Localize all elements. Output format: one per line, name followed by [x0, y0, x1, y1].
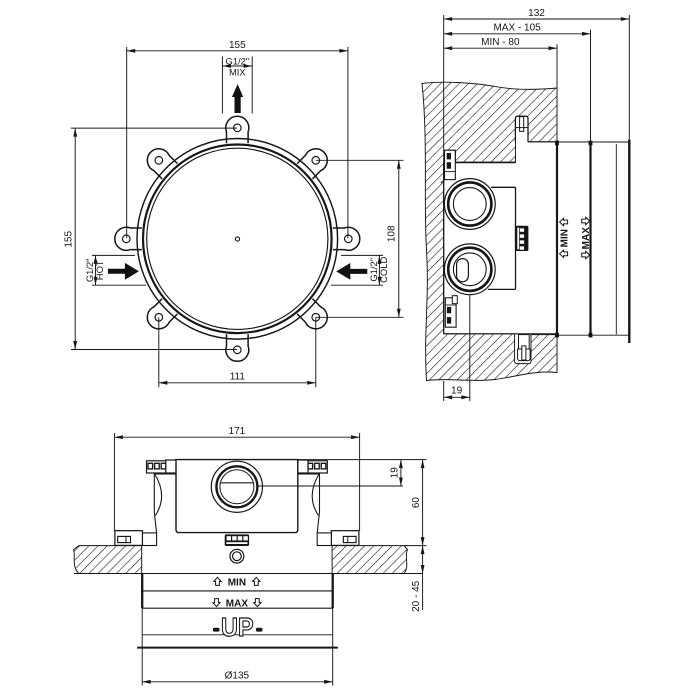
- svg-text:MIN: MIN: [228, 577, 246, 588]
- svg-text:MAX: MAX: [581, 227, 592, 250]
- svg-text:MAX - 105: MAX - 105: [493, 23, 541, 34]
- svg-text:155: 155: [229, 40, 246, 51]
- svg-text:G1/2": G1/2": [84, 258, 95, 282]
- svg-text:MIN - 80: MIN - 80: [481, 37, 520, 48]
- svg-text:19: 19: [389, 467, 400, 479]
- svg-text:MIN: MIN: [559, 229, 570, 247]
- svg-text:111: 111: [230, 372, 246, 383]
- svg-text:Ø135: Ø135: [225, 671, 250, 682]
- svg-text:HOT: HOT: [94, 260, 105, 280]
- svg-text:COLD: COLD: [378, 257, 389, 283]
- svg-text:UP: UP: [221, 612, 254, 642]
- svg-text:MAX: MAX: [226, 598, 249, 609]
- svg-text:108: 108: [387, 225, 398, 242]
- svg-text:171: 171: [229, 426, 246, 437]
- svg-text:60: 60: [411, 497, 422, 509]
- svg-text:155: 155: [64, 231, 75, 248]
- svg-text:MIX: MIX: [229, 67, 246, 78]
- svg-text:G1/2": G1/2": [225, 55, 249, 66]
- svg-text:20 - 45: 20 - 45: [411, 580, 422, 612]
- svg-text:G1/2": G1/2": [368, 258, 379, 282]
- svg-text:19: 19: [451, 386, 463, 397]
- svg-text:132: 132: [528, 8, 545, 19]
